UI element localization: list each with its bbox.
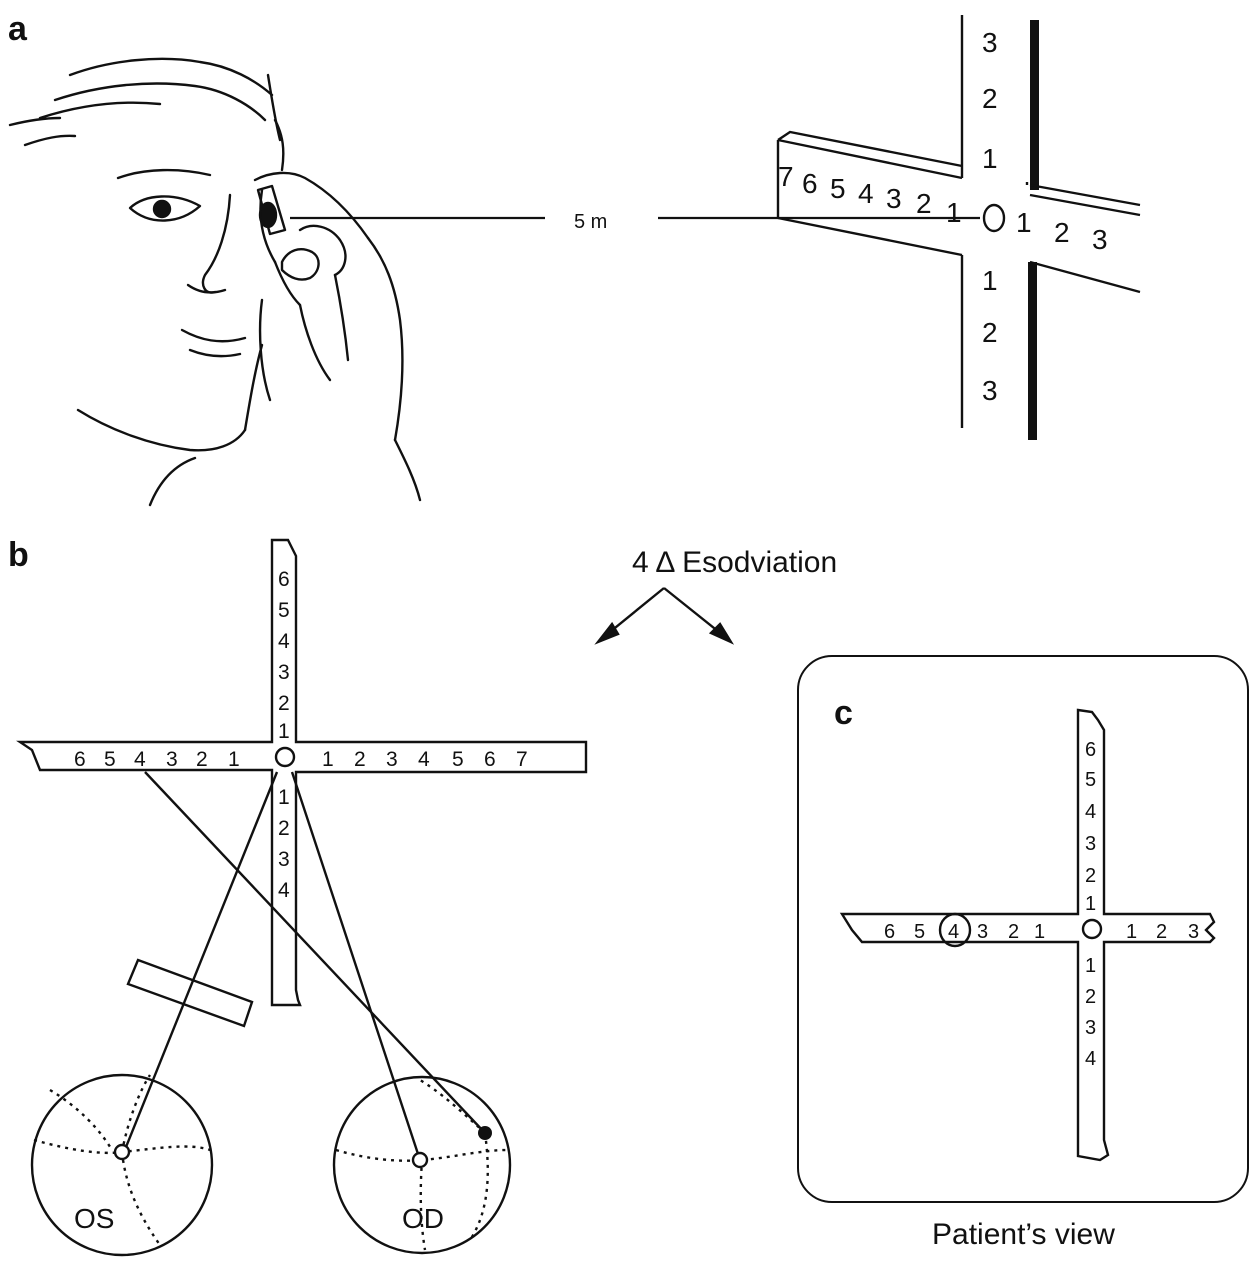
scale-c-left-5: 5 xyxy=(914,921,925,943)
scale-b-right-5: 5 xyxy=(452,748,464,771)
scale-c-left-3: 3 xyxy=(977,921,988,943)
scale-b-up-4: 4 xyxy=(278,630,290,653)
panel-c-label: c xyxy=(834,694,853,732)
scale-b-left-5: 5 xyxy=(104,748,116,771)
scale-a-left-7: 7 xyxy=(778,161,794,192)
scale-b-left-4: 4 xyxy=(134,748,146,771)
scale-a-left-2: 2 xyxy=(916,188,932,219)
panel-a-label: a xyxy=(8,10,28,48)
scale-c-right-3: 3 xyxy=(1188,921,1199,943)
scale-c-numbers: 6 5 4 3 2 1 1 2 3 4 6 5 4 3 2 1 1 2 3 xyxy=(884,739,1199,1070)
scale-a-left-5: 5 xyxy=(830,173,846,204)
scale-c-up-4: 4 xyxy=(1085,801,1096,823)
scale-b-up-1: 1 xyxy=(278,720,290,743)
eye-label-os: OS xyxy=(74,1203,114,1234)
scale-b-down-1: 1 xyxy=(278,786,290,809)
scale-b-right-1: 1 xyxy=(322,748,334,771)
scale-a-numbers: 3 2 1 1 2 3 7 6 5 4 3 2 1 1 2 3 xyxy=(778,27,1108,406)
scale-b-up-5: 5 xyxy=(278,599,290,622)
scale-c-right-2: 2 xyxy=(1156,921,1167,943)
scale-b-left-1: 1 xyxy=(228,748,240,771)
scale-c-down-3: 3 xyxy=(1085,1017,1096,1039)
scale-b-right-2: 2 xyxy=(354,748,366,771)
eye-globe-icon xyxy=(332,1075,512,1255)
scale-b-up-6: 6 xyxy=(278,568,290,591)
maddox-cross-a xyxy=(776,15,1141,440)
scale-a-down-3: 3 xyxy=(982,375,998,406)
scale-c-left-1: 1 xyxy=(1034,921,1045,943)
circled-reading-4 xyxy=(938,912,972,948)
maddox-cross-b xyxy=(16,538,588,1007)
scale-a-up-2: 2 xyxy=(982,83,998,114)
scale-a-right-2: 2 xyxy=(1054,217,1070,248)
scale-a-up-3: 3 xyxy=(982,27,998,58)
scale-b-down-3: 3 xyxy=(278,848,290,871)
scale-c-down-4: 4 xyxy=(1085,1048,1096,1070)
scale-a-down-1: 1 xyxy=(982,265,998,296)
scale-c-right-1: 1 xyxy=(1126,921,1137,943)
scale-b-numbers: 6 5 4 3 2 1 1 2 3 4 6 5 4 3 2 1 1 2 3 4 … xyxy=(74,568,528,902)
scale-c-up-2: 2 xyxy=(1085,865,1096,887)
scale-b-left-6: 6 xyxy=(74,748,86,771)
scale-c-left-6: 6 xyxy=(884,921,895,943)
eye-label-od: OD xyxy=(402,1203,444,1234)
scale-c-left-4: 4 xyxy=(948,921,959,943)
scale-b-right-6: 6 xyxy=(484,748,496,771)
scale-b-left-2: 2 xyxy=(196,748,208,771)
fixation-light-b xyxy=(274,746,296,768)
scale-b-down-2: 2 xyxy=(278,817,290,840)
scale-b-up-3: 3 xyxy=(278,661,290,684)
scale-c-up-1: 1 xyxy=(1085,893,1096,915)
deviation-label: 4 Δ Esodviation xyxy=(632,546,837,579)
fixation-light-a xyxy=(982,203,1006,233)
scale-a-down-2: 2 xyxy=(982,317,998,348)
panel-b-label: b xyxy=(8,536,29,574)
distance-label: 5 m xyxy=(574,211,607,233)
scale-c-up-5: 5 xyxy=(1085,769,1096,791)
scale-a-up-1: 1 xyxy=(982,143,998,174)
maddox-cross-c xyxy=(839,708,1216,1162)
scale-b-left-3: 3 xyxy=(166,748,178,771)
scale-b-up-2: 2 xyxy=(278,692,290,715)
scale-a-right-1: 1 xyxy=(1016,207,1032,238)
scale-c-up-3: 3 xyxy=(1085,833,1096,855)
scale-a-left-4: 4 xyxy=(858,178,874,209)
sight-lines-b xyxy=(122,771,486,1161)
scale-c-up-6: 6 xyxy=(1085,739,1096,761)
patients-view-caption: Patient’s view xyxy=(932,1218,1115,1251)
scale-b-right-4: 4 xyxy=(418,748,430,771)
face-with-hand-icon xyxy=(8,57,422,507)
scale-b-down-4: 4 xyxy=(278,879,290,902)
scale-a-left-6: 6 xyxy=(802,168,818,199)
scale-b-right-7: 7 xyxy=(516,748,528,771)
scale-a-left-1: 1 xyxy=(946,197,962,228)
scale-c-down-2: 2 xyxy=(1085,986,1096,1008)
deviation-arrows xyxy=(594,587,735,645)
scale-c-down-1: 1 xyxy=(1085,955,1096,977)
scale-b-right-3: 3 xyxy=(386,748,398,771)
maddox-rod-icon xyxy=(126,958,254,1028)
scale-a-right-3: 3 xyxy=(1092,224,1108,255)
scale-c-left-2: 2 xyxy=(1008,921,1019,943)
eye-globe-icon xyxy=(30,1073,214,1257)
scale-a-left-3: 3 xyxy=(886,183,902,214)
fixation-light-c xyxy=(1081,918,1103,940)
